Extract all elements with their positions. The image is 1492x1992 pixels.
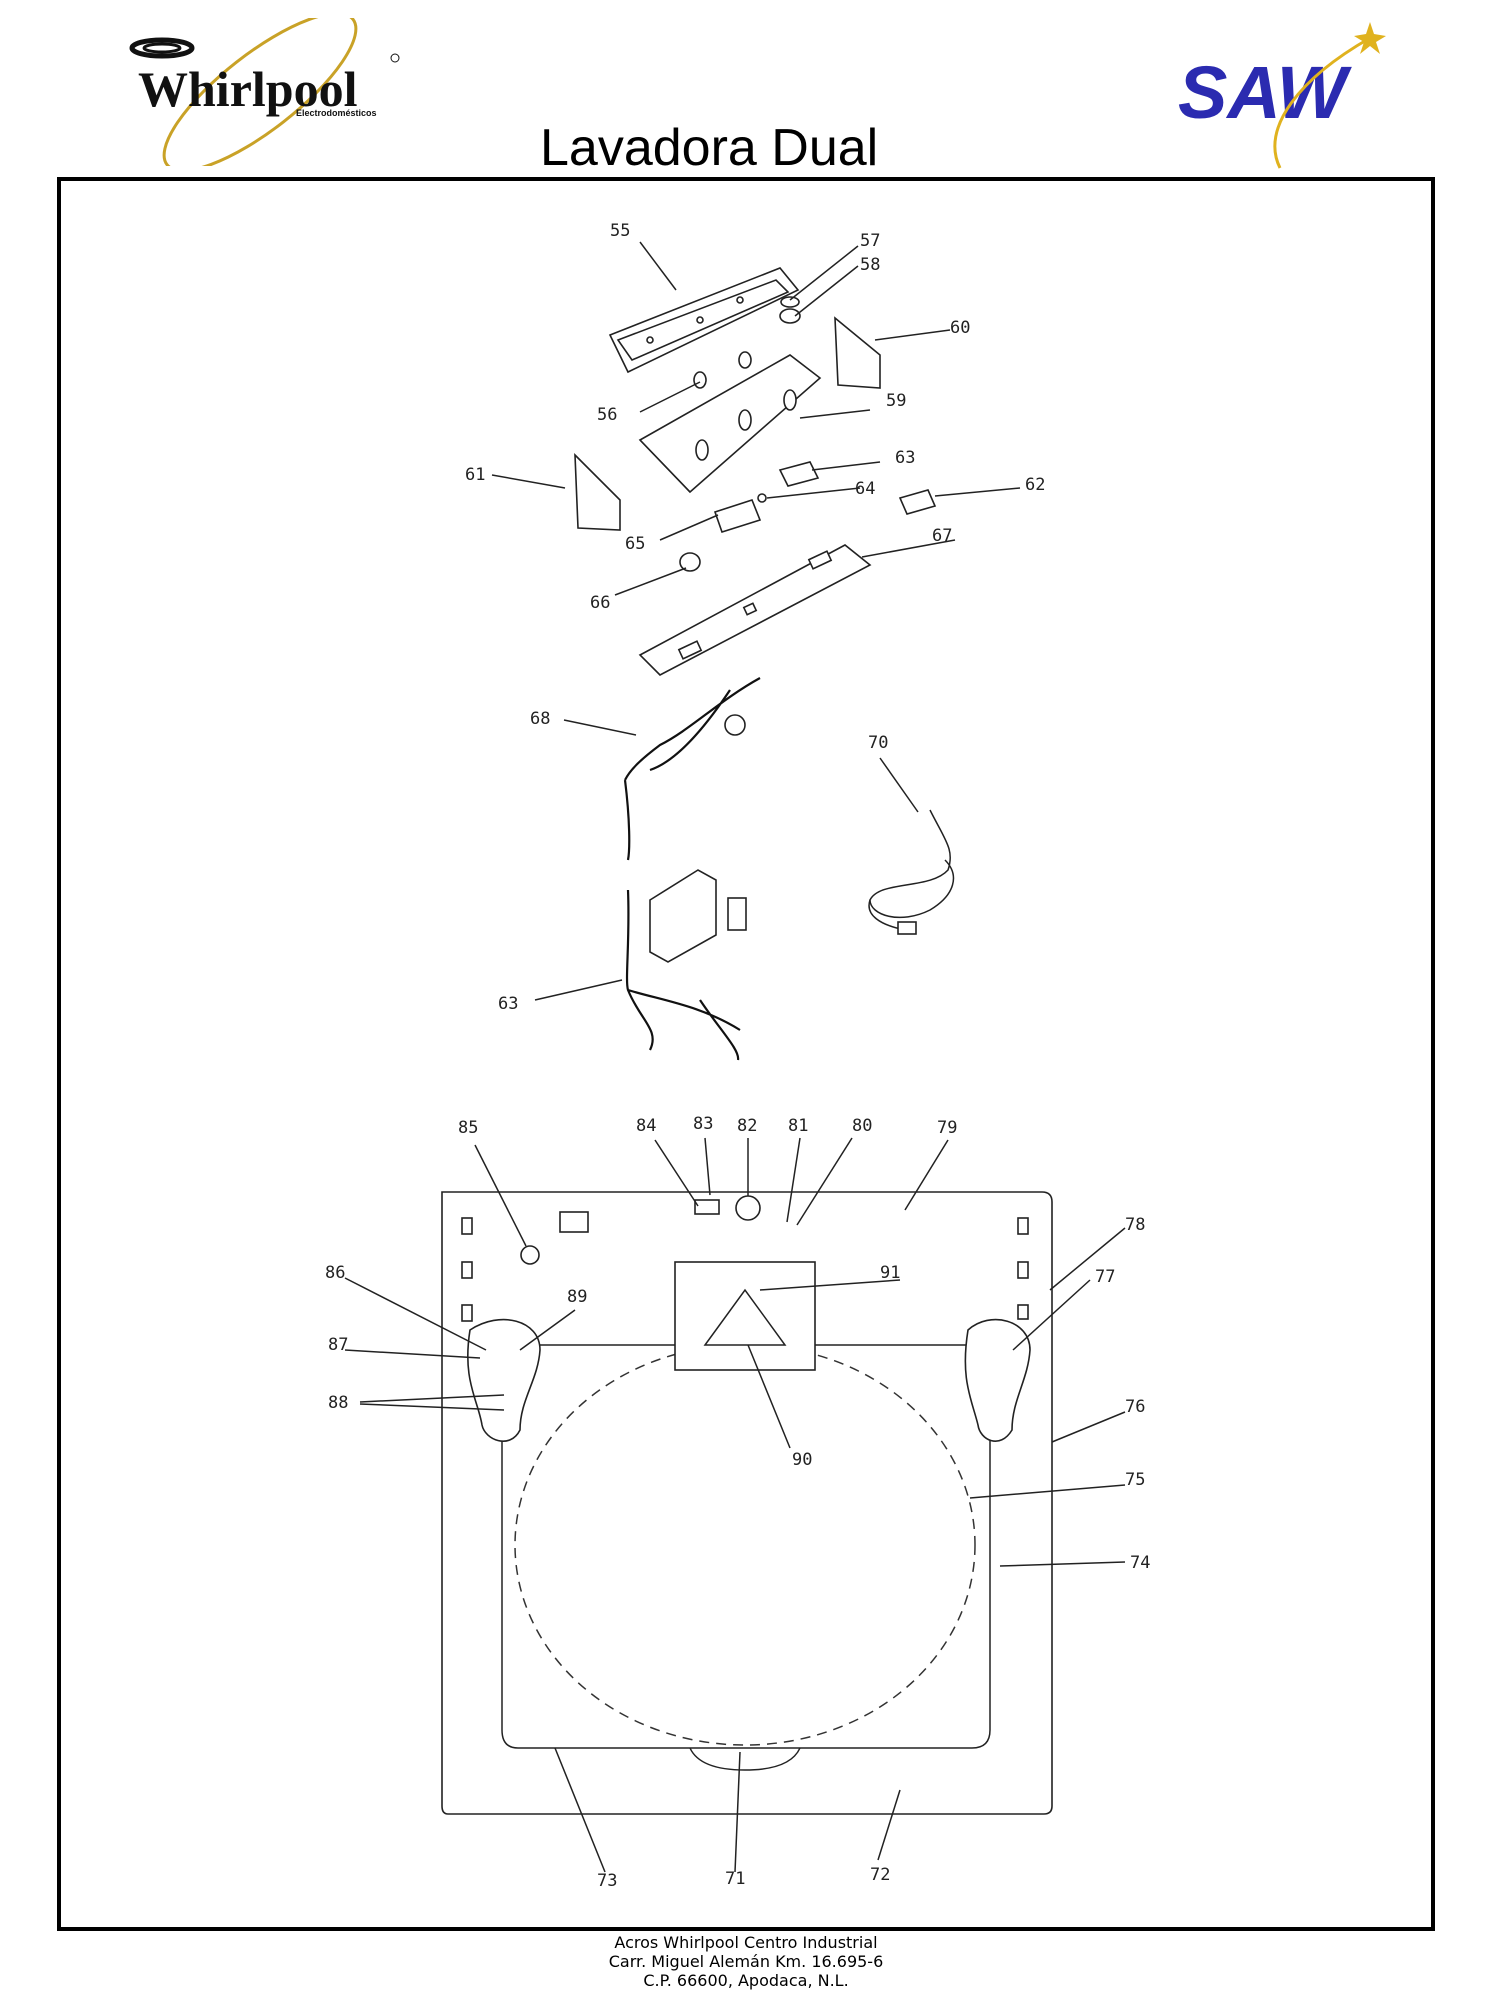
- label-68: 68: [530, 709, 550, 729]
- label-67: 67: [932, 526, 952, 546]
- label-62: 62: [1025, 475, 1045, 495]
- label-72: 72: [870, 1865, 890, 1885]
- label-77: 77: [1095, 1267, 1115, 1287]
- label-85: 85: [458, 1118, 478, 1138]
- part-69-harness: [625, 869, 747, 1061]
- footer-line-3: C.P. 66600, Apodaca, N.L.: [643, 1971, 849, 1990]
- label-81: 81: [788, 1116, 808, 1136]
- part-61-end-cap: [574, 452, 621, 531]
- part-59-console-frame: [638, 351, 822, 494]
- whirlpool-subtitle: Electrodomésticos: [296, 108, 377, 118]
- label-86: 86: [325, 1263, 345, 1283]
- part-90-bracket: [674, 1261, 816, 1371]
- whirlpool-wordmark: Whirlpool: [138, 61, 358, 117]
- label-82: 82: [737, 1116, 757, 1136]
- leader-lines: [344, 241, 1126, 1873]
- label-87: 87: [328, 1335, 348, 1355]
- label-73: 73: [597, 1871, 617, 1891]
- part-68-harness: [623, 677, 761, 861]
- label-89: 89: [567, 1287, 587, 1307]
- part-72-top-cover: [441, 1191, 1053, 1815]
- label-63: 63: [895, 448, 915, 468]
- label-65: 65: [625, 534, 645, 554]
- label-56: 56: [597, 405, 617, 425]
- footer-address: Acros Whirlpool Centro Industrial Carr. …: [0, 1933, 1492, 1990]
- label-64: 64: [855, 479, 875, 499]
- part-70-power-cord: [868, 809, 955, 935]
- label-78: 78: [1125, 1215, 1145, 1235]
- part-55-console-panel: [608, 267, 800, 374]
- saw-logo: SAW: [1170, 18, 1420, 173]
- label-83: 83: [693, 1114, 713, 1134]
- part-66-knob: [679, 552, 701, 572]
- label-61: 61: [465, 465, 485, 485]
- label-90: 90: [792, 1450, 812, 1470]
- label-76: 76: [1125, 1397, 1145, 1417]
- label-59: 59: [886, 391, 906, 411]
- footer-line-2: Carr. Miguel Alemán Km. 16.695-6: [608, 1952, 884, 1971]
- part-65-switch: [713, 499, 762, 533]
- page-title: Lavadora Dual: [540, 119, 879, 177]
- part-labels: 55 56 57 58 59 60 61 62 63 64 65 66 67 6…: [325, 221, 1150, 1891]
- part-60-end-cap: [834, 316, 881, 389]
- diagram-frame: [57, 177, 1435, 1931]
- label-84: 84: [636, 1116, 656, 1136]
- label-58: 58: [860, 255, 880, 275]
- label-70: 70: [868, 733, 888, 753]
- label-88: 88: [328, 1393, 348, 1413]
- part-63-bracket: [778, 461, 820, 487]
- label-91: 91: [880, 1263, 900, 1283]
- saw-wordmark: SAW: [1178, 51, 1353, 134]
- part-57-58-knob: [779, 296, 801, 324]
- label-69: 63: [498, 994, 518, 1014]
- label-60: 60: [950, 318, 970, 338]
- part-67-control-plate: [638, 544, 872, 676]
- part-64-screw: [757, 493, 767, 503]
- part-62-bracket: [898, 489, 937, 515]
- label-66: 66: [590, 593, 610, 613]
- label-79: 79: [937, 1118, 957, 1138]
- label-55: 55: [610, 221, 630, 241]
- label-74: 74: [1130, 1553, 1150, 1573]
- footer-line-1: Acros Whirlpool Centro Industrial: [614, 1933, 878, 1952]
- label-57: 57: [860, 231, 880, 251]
- label-80: 80: [852, 1116, 872, 1136]
- whirlpool-logo: Whirlpool Electrodomésticos: [110, 11, 410, 173]
- label-75: 75: [1125, 1470, 1145, 1490]
- star-icon: [1354, 22, 1386, 54]
- label-71: 71: [725, 1869, 745, 1889]
